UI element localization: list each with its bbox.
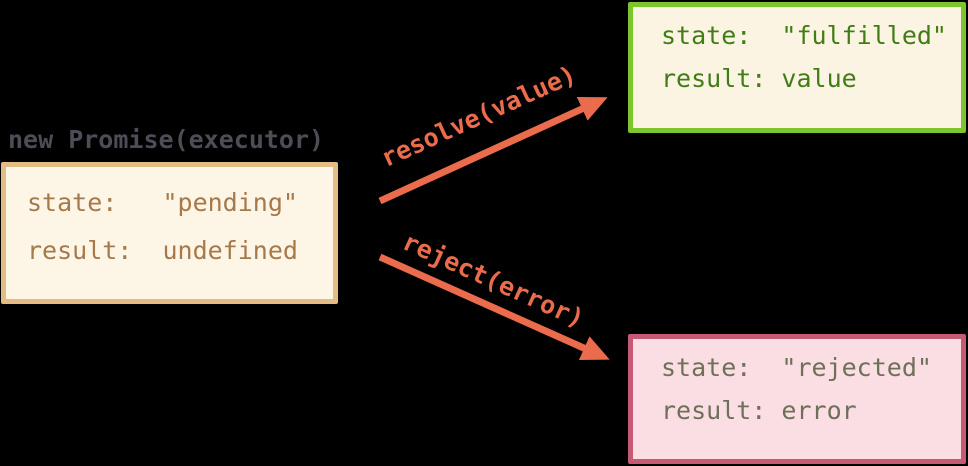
pending-result-line: result: undefined [27,236,298,265]
pending-state-line: state: "pending" [27,188,298,217]
rejected-state-box: state: "rejected" result: error [628,334,966,464]
fulfilled-result-line: result: value [661,64,857,93]
pending-state-box: state: "pending" result: undefined [1,162,338,304]
resolve-arrow [378,97,608,205]
resolve-arrow-label: resolve(value) [377,60,581,173]
promise-constructor-label: new Promise(executor) [8,125,325,154]
reject-arrow [378,253,610,361]
fulfilled-state-box: state: "fulfilled" result: value [628,2,966,133]
rejected-state-line: state: "rejected" [661,353,932,382]
fulfilled-state-line: state: "fulfilled" [661,21,947,50]
reject-arrow-label: reject(error) [398,227,588,334]
rejected-result-line: result: error [661,396,857,425]
